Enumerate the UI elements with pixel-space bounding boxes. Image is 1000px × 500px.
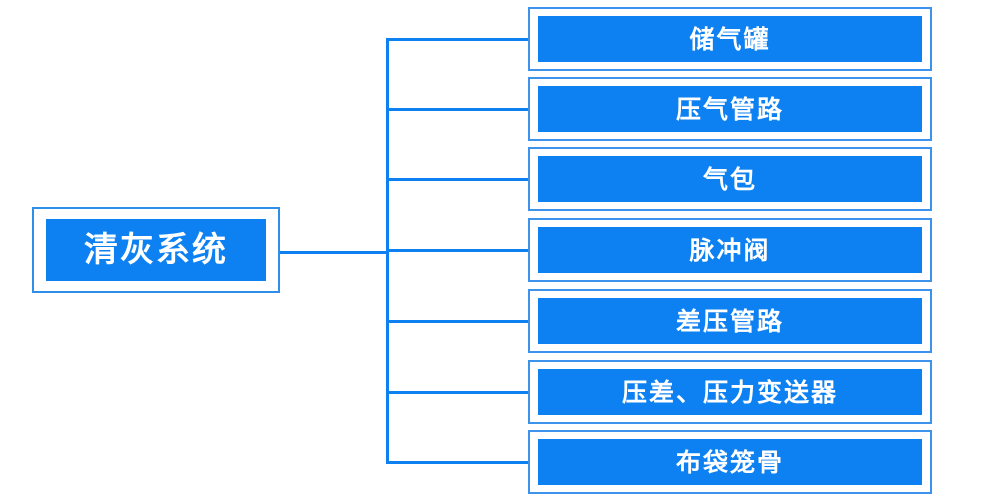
child-node-7-label: 布袋笼骨 xyxy=(675,447,784,477)
child-node-2-label: 压气管路 xyxy=(675,94,784,124)
connector-branch-4 xyxy=(386,249,529,252)
child-node-3-fill: 气包 xyxy=(538,156,922,202)
child-node-4-label: 脉冲阀 xyxy=(689,235,771,265)
child-node-5[interactable]: 差压管路 xyxy=(528,289,932,353)
root-node-label: 清灰系统 xyxy=(84,230,228,270)
child-node-7-fill: 布袋笼骨 xyxy=(538,439,922,485)
child-node-2-fill: 压气管路 xyxy=(538,86,922,132)
child-node-6-label: 压差、压力变送器 xyxy=(621,377,838,407)
child-node-4-fill: 脉冲阀 xyxy=(538,227,922,273)
child-node-1-label: 储气罐 xyxy=(689,24,771,54)
connector-branch-1 xyxy=(386,38,529,41)
connector-branch-2 xyxy=(386,108,529,111)
child-node-5-label: 差压管路 xyxy=(675,306,784,336)
connector-branch-7 xyxy=(386,461,529,464)
child-node-1-fill: 储气罐 xyxy=(538,16,922,62)
connector-branch-5 xyxy=(386,320,529,323)
connector-branch-6 xyxy=(386,391,529,394)
connector-branch-3 xyxy=(386,178,529,181)
root-node[interactable]: 清灰系统 xyxy=(32,207,280,293)
child-node-5-fill: 差压管路 xyxy=(538,298,922,344)
child-node-1[interactable]: 储气罐 xyxy=(528,7,932,71)
child-node-2[interactable]: 压气管路 xyxy=(528,77,932,141)
child-node-6[interactable]: 压差、压力变送器 xyxy=(528,360,932,424)
child-node-6-fill: 压差、压力变送器 xyxy=(538,369,922,415)
root-node-fill: 清灰系统 xyxy=(46,219,266,281)
child-node-7[interactable]: 布袋笼骨 xyxy=(528,430,932,494)
child-node-3[interactable]: 气包 xyxy=(528,147,932,211)
connector-root-to-trunk xyxy=(279,251,389,254)
child-node-4[interactable]: 脉冲阀 xyxy=(528,218,932,282)
child-node-3-label: 气包 xyxy=(702,164,757,194)
